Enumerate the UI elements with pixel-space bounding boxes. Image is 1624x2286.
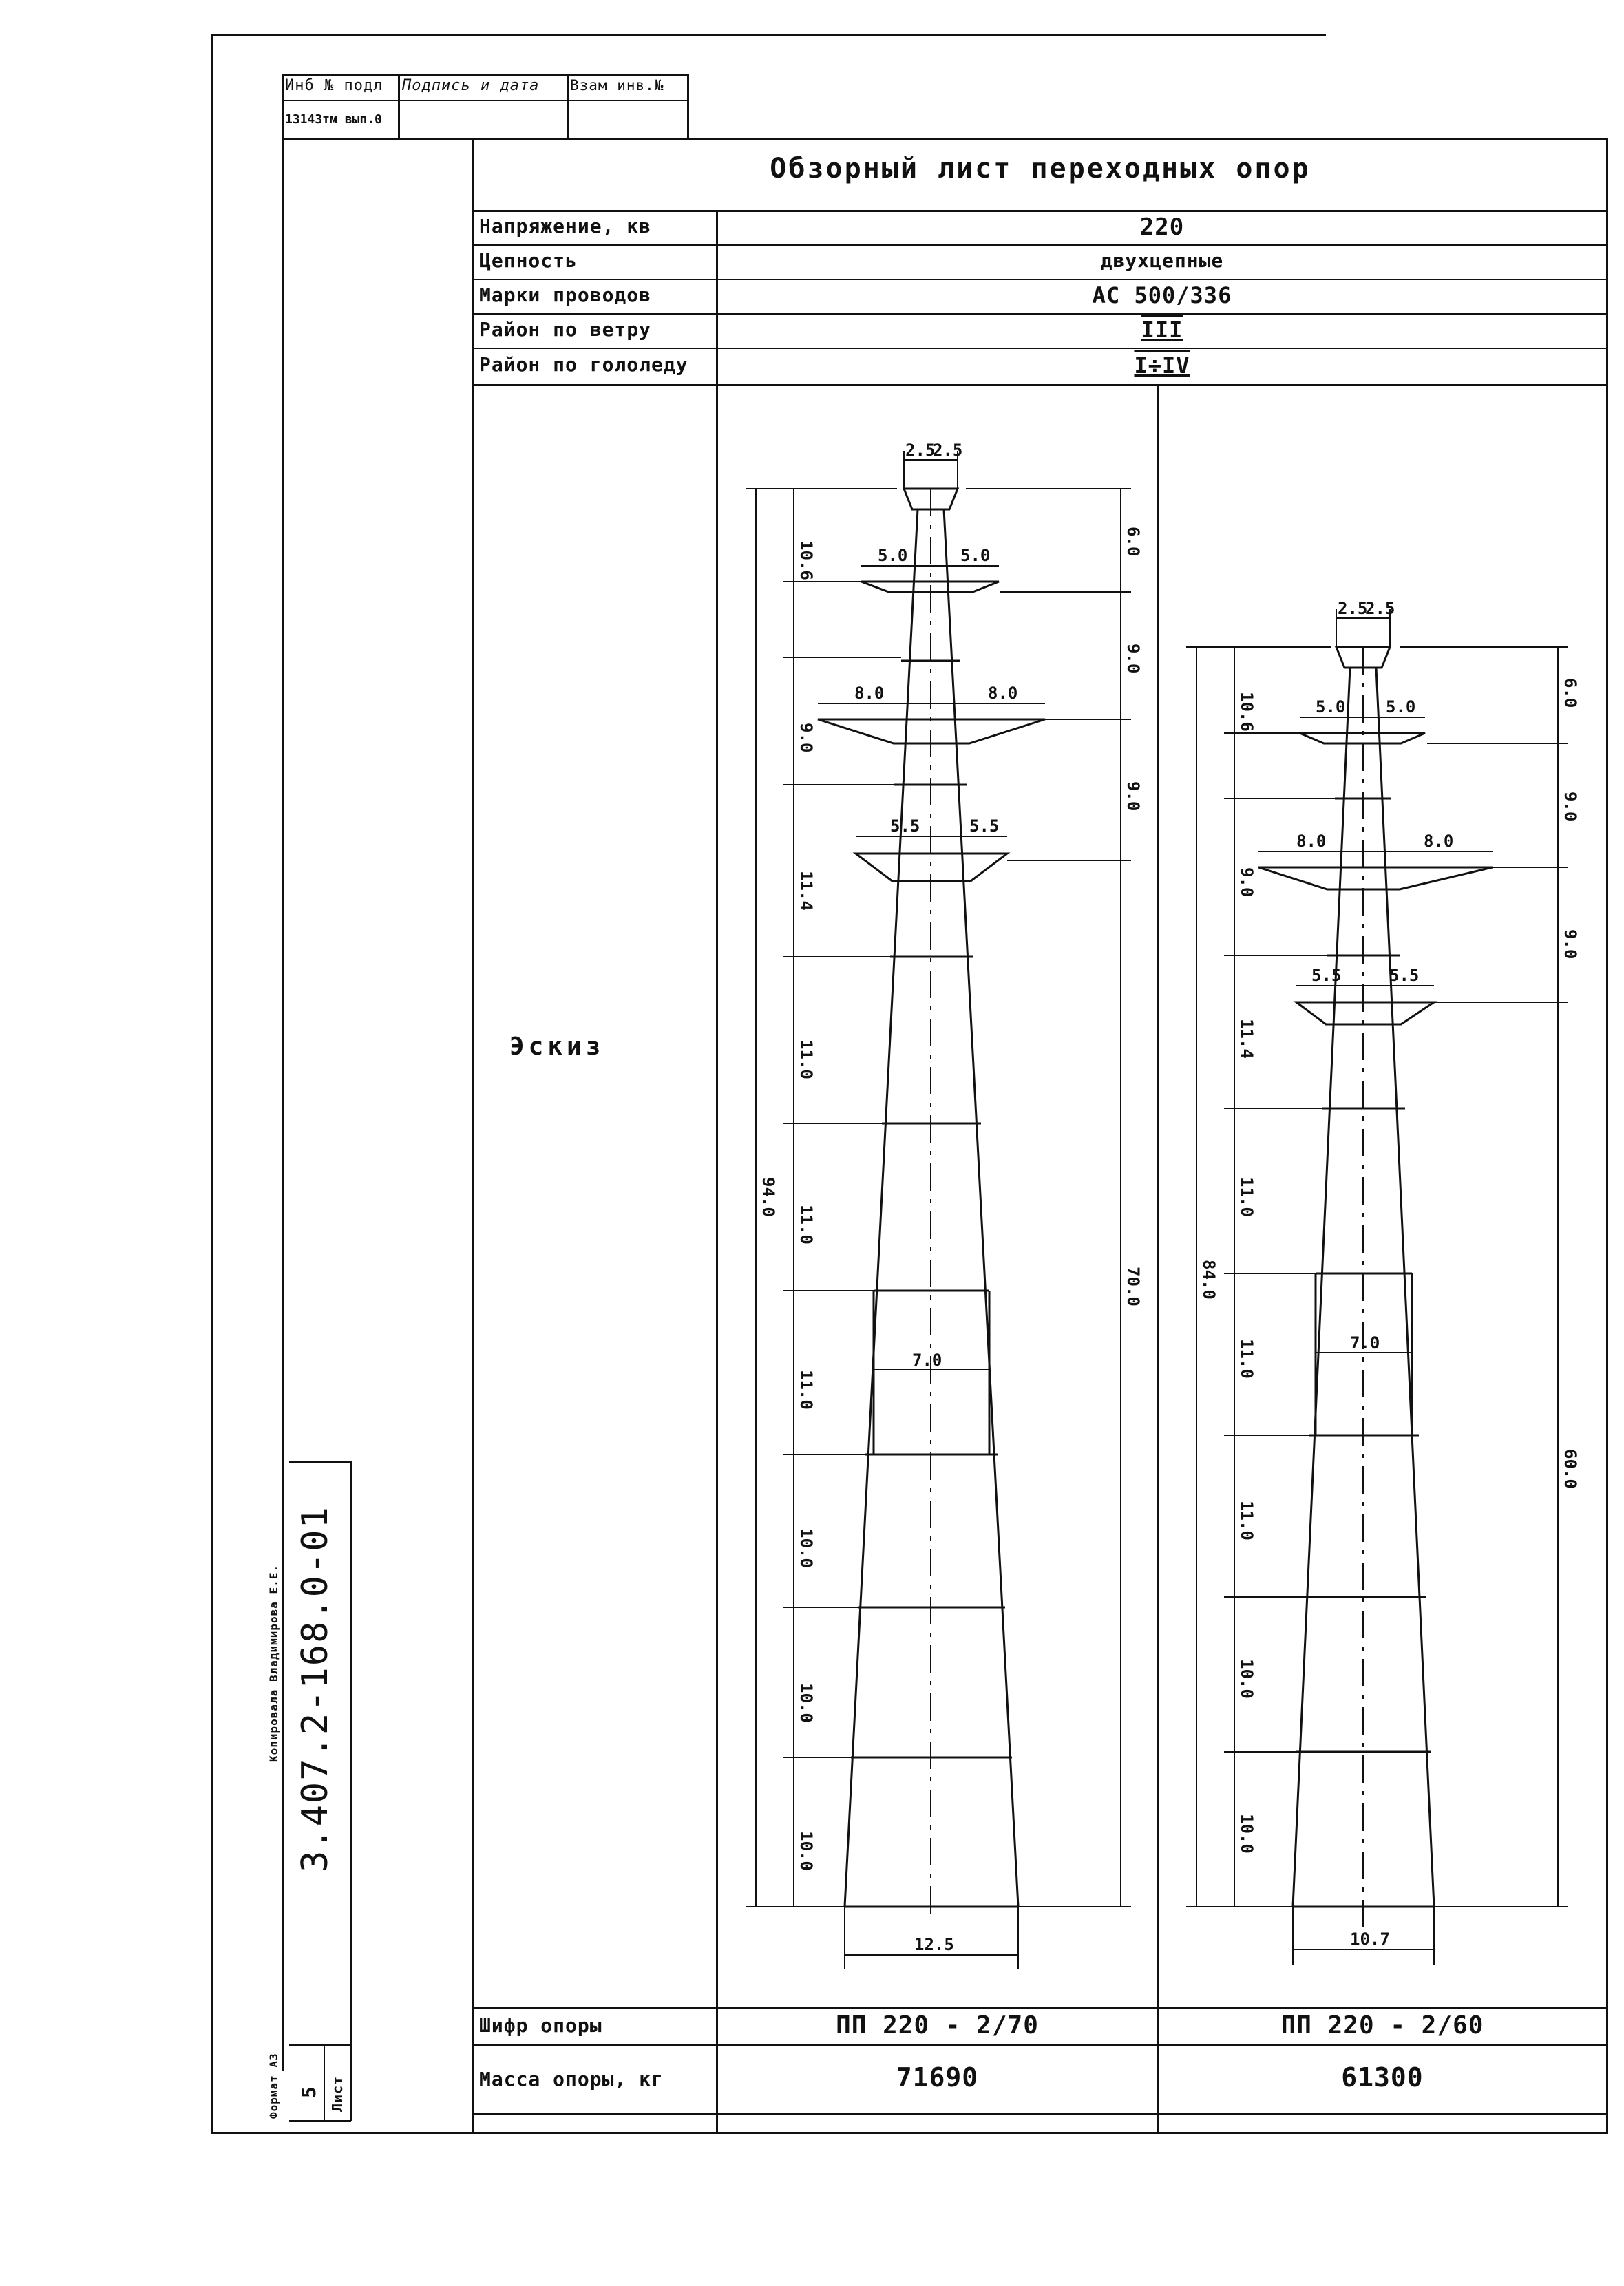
t1-dim-2: 9.0 — [797, 723, 816, 752]
t2-right-3: 9.0 — [1561, 929, 1580, 959]
t1-arm3-left: 5.5 — [890, 816, 920, 836]
tower-2-sketch: 2.5 2.5 5.0 5.0 8.0 8.0 5.5 5.5 7.0 10.7… — [1186, 599, 1580, 1965]
tower-1-sketch: 2.5 2.5 5.0 5.0 8.0 8.0 5.5 5.5 7.0 12.5… — [746, 441, 1143, 1969]
t2-arm2-left: 8.0 — [1296, 832, 1326, 851]
t1-right-total: 70.0 — [1124, 1267, 1143, 1306]
t1-dim-6: 11.0 — [797, 1370, 816, 1410]
param-label-ice: Район по гололеду — [479, 353, 688, 376]
t1-total: 94.0 — [759, 1177, 778, 1217]
t1-dim-4: 11.0 — [797, 1039, 816, 1079]
mass-label: Масса опоры, кг — [479, 2068, 664, 2091]
t2-arm2-right: 8.0 — [1424, 832, 1453, 851]
t1-dim-5: 11.0 — [797, 1205, 816, 1245]
t2-arm1-right: 5.0 — [1386, 697, 1415, 717]
t1-top-left: 2.5 — [905, 441, 935, 460]
frame-top — [211, 34, 1326, 36]
t1-dim-8: 10.0 — [797, 1683, 816, 1723]
frame-bottom — [211, 2132, 1608, 2134]
page-title: Обзорный лист переходных опор — [770, 153, 1311, 184]
copied-by: Копировала Владимирова Е.Е. — [267, 1564, 280, 1762]
t2-top-right: 2.5 — [1365, 599, 1395, 618]
param-label-wind: Район по ветру — [479, 318, 652, 341]
t2-base: 10.7 — [1350, 1929, 1390, 1949]
stamp-inv-podl: Инб № подл — [285, 77, 383, 94]
t2-right-total: 60.0 — [1561, 1449, 1580, 1489]
sheet-label: Лист — [329, 2075, 346, 2112]
t1-arm1-right: 5.0 — [960, 546, 990, 565]
param-value-circuits: двухцепные — [1100, 249, 1224, 272]
param-value-ice: I÷IV — [1134, 352, 1190, 379]
t2-right-2: 9.0 — [1561, 792, 1580, 821]
param-label-voltage: Напряжение, кв — [479, 215, 652, 237]
code-label: Шифр опоры — [479, 2014, 602, 2037]
t1-arm1-left: 5.0 — [878, 546, 907, 565]
t1-top-right: 2.5 — [933, 441, 962, 460]
t1-dim-3: 11.4 — [797, 871, 816, 911]
t1-mid-width: 7.0 — [912, 1351, 942, 1370]
t2-right-1: 6.0 — [1561, 678, 1580, 708]
t2-mid-width: 7.0 — [1350, 1333, 1380, 1353]
code-tower-1: ПП 220 - 2/70 — [836, 2011, 1039, 2040]
t1-arm2-right: 8.0 — [988, 684, 1017, 703]
param-label-circuits: Цепность — [479, 249, 578, 272]
stamp-inv-value: 13143тм вып.0 — [285, 112, 382, 127]
param-value-wires: АС 500/336 — [1092, 282, 1232, 308]
t2-arm1-left: 5.0 — [1316, 697, 1345, 717]
t2-dim-6: 11.0 — [1237, 1501, 1256, 1541]
param-value-wind: III — [1141, 317, 1183, 343]
doc-number: 3.407.2-168.0-01 — [295, 1505, 336, 1872]
mass-tower-2: 61300 — [1341, 2062, 1424, 2093]
t2-arm3-right: 5.5 — [1389, 966, 1419, 985]
t1-arm2-left: 8.0 — [854, 684, 884, 703]
stamp-podpis: Подпись и дата — [402, 77, 540, 94]
t2-dim-8: 10.0 — [1237, 1814, 1256, 1854]
format-label: Формат А3 — [267, 2053, 280, 2119]
mass-tower-1: 71690 — [896, 2062, 979, 2093]
sketch-label: Эскиз — [509, 1033, 605, 1061]
t1-arm3-right: 5.5 — [969, 816, 999, 836]
t1-right-3: 9.0 — [1124, 781, 1143, 811]
t1-dim-9: 10.0 — [797, 1831, 816, 1871]
t1-right-1: 6.0 — [1124, 527, 1143, 556]
code-tower-2: ПП 220 - 2/60 — [1280, 2011, 1484, 2040]
t1-dim-7: 10.0 — [797, 1528, 816, 1568]
frame-left — [211, 34, 213, 2134]
stamp-vzam: Взам инв.№ — [570, 77, 664, 94]
t2-dim-1: 10.6 — [1237, 692, 1256, 732]
t2-arm3-left: 5.5 — [1311, 966, 1341, 985]
t2-top-left: 2.5 — [1338, 599, 1367, 618]
t1-right-2: 9.0 — [1124, 644, 1143, 673]
t2-total: 84.0 — [1199, 1260, 1219, 1300]
t2-dim-3: 11.4 — [1237, 1019, 1256, 1059]
param-label-wires: Марки проводов — [479, 284, 652, 306]
t2-dim-5: 11.0 — [1237, 1339, 1256, 1379]
sheet-number: 5 — [297, 2086, 320, 2098]
param-value-voltage: 220 — [1139, 213, 1185, 241]
t2-dim-2: 9.0 — [1237, 867, 1256, 897]
t1-base: 12.5 — [914, 1935, 954, 1954]
t2-dim-7: 10.0 — [1237, 1659, 1256, 1699]
t2-dim-4: 11.0 — [1237, 1177, 1256, 1217]
t1-dim-1: 10.6 — [797, 540, 816, 580]
